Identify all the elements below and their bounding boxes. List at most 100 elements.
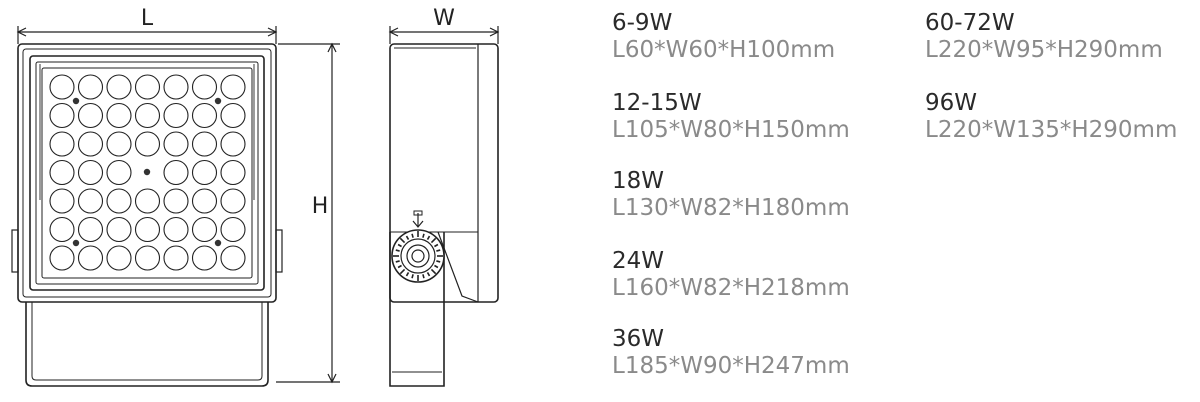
led-lens: [106, 216, 132, 243]
led-lens: [163, 159, 189, 186]
led-lens: [49, 245, 75, 271]
dial-tick: [422, 233, 425, 238]
led-lens: [77, 102, 104, 129]
dial-tick: [405, 272, 410, 277]
led-lens: [163, 102, 189, 129]
led-lens: [191, 216, 218, 243]
led-lens: [220, 188, 246, 214]
led-lens: [106, 74, 132, 100]
led-lens: [106, 188, 132, 214]
dial-tick: [395, 249, 400, 252]
led-lens-grid: [49, 74, 246, 271]
dial-tick: [399, 268, 406, 275]
led-lens: [77, 131, 104, 157]
led-lens: [163, 131, 189, 157]
spec-dimensions: L130*W82*H180mm: [612, 195, 850, 221]
dial-tick: [436, 249, 441, 252]
spec-dimensions: L105*W80*H150mm: [612, 117, 850, 143]
spec-wattage: 24W: [612, 248, 665, 274]
screw: [214, 239, 222, 247]
dial-tick: [434, 243, 439, 248]
led-lens: [49, 131, 75, 157]
led-lens: [220, 102, 246, 129]
led-lens: [163, 245, 189, 271]
dial-tick: [397, 264, 402, 269]
led-lens: [134, 216, 161, 243]
led-lens: [106, 245, 132, 271]
length-label: L: [141, 6, 154, 31]
spec-dimensions: L160*W82*H218mm: [612, 275, 850, 301]
spec-dimensions: L220*W95*H290mm: [925, 37, 1163, 63]
side-view: [388, 26, 500, 387]
dial-tick: [436, 260, 441, 263]
led-lens: [49, 102, 75, 129]
led-lens: [191, 74, 218, 100]
height-label: H: [312, 194, 329, 219]
dial-tick: [430, 237, 437, 244]
led-lens: [191, 131, 218, 157]
dial-tick: [399, 237, 406, 244]
dial-tick: [405, 235, 410, 240]
led-lens: [49, 74, 75, 100]
led-lens: [77, 159, 104, 186]
front-view: [11, 26, 340, 387]
led-lens: [191, 102, 218, 129]
width-label: W: [433, 6, 455, 31]
led-lens: [191, 188, 218, 214]
led-lens: [49, 159, 75, 186]
spec-wattage: 6-9W: [612, 10, 673, 36]
led-lens: [77, 188, 104, 214]
led-lens: [134, 245, 161, 271]
spec-dimensions: L220*W135*H290mm: [925, 117, 1178, 143]
led-lens: [134, 102, 161, 129]
led-lens: [77, 74, 104, 100]
spec-dimensions: L60*W60*H100mm: [612, 37, 836, 63]
led-lens: [163, 188, 189, 214]
dial-tick: [422, 274, 425, 279]
housing-screws: [72, 97, 222, 247]
led-lens: [220, 245, 246, 271]
dial-tick: [411, 233, 414, 238]
dial-tick: [411, 274, 414, 279]
led-lens: [77, 245, 104, 271]
dial-tick: [395, 260, 400, 263]
spec-wattage: 96W: [925, 90, 978, 116]
led-lens: [77, 216, 104, 243]
led-lens: [134, 131, 161, 157]
led-lens: [163, 74, 189, 100]
screw: [214, 97, 222, 105]
spec-dimensions: L185*W90*H247mm: [612, 353, 850, 379]
dial-tick: [430, 268, 437, 275]
screw: [72, 97, 80, 105]
led-lens: [106, 131, 132, 157]
led-lens: [220, 216, 246, 243]
screw: [72, 239, 80, 247]
led-lens: [220, 74, 246, 100]
spec-wattage: 12-15W: [612, 90, 702, 116]
screw: [143, 168, 151, 176]
dial-tick: [397, 243, 402, 248]
spec-wattage: 36W: [612, 326, 665, 352]
dial-tick: [426, 272, 431, 277]
led-lens: [49, 188, 75, 214]
tilt-angle-scale: [393, 231, 443, 281]
led-lens: [106, 159, 132, 186]
dial-tick: [426, 235, 431, 240]
led-lens: [220, 159, 246, 186]
spec-wattage: 60-72W: [925, 10, 1015, 36]
spec-wattage: 18W: [612, 168, 665, 194]
led-lens: [191, 245, 218, 271]
led-lens: [134, 188, 161, 214]
led-lens: [191, 159, 218, 186]
led-lens: [49, 216, 75, 243]
led-lens: [134, 74, 161, 100]
led-lens: [163, 216, 189, 243]
